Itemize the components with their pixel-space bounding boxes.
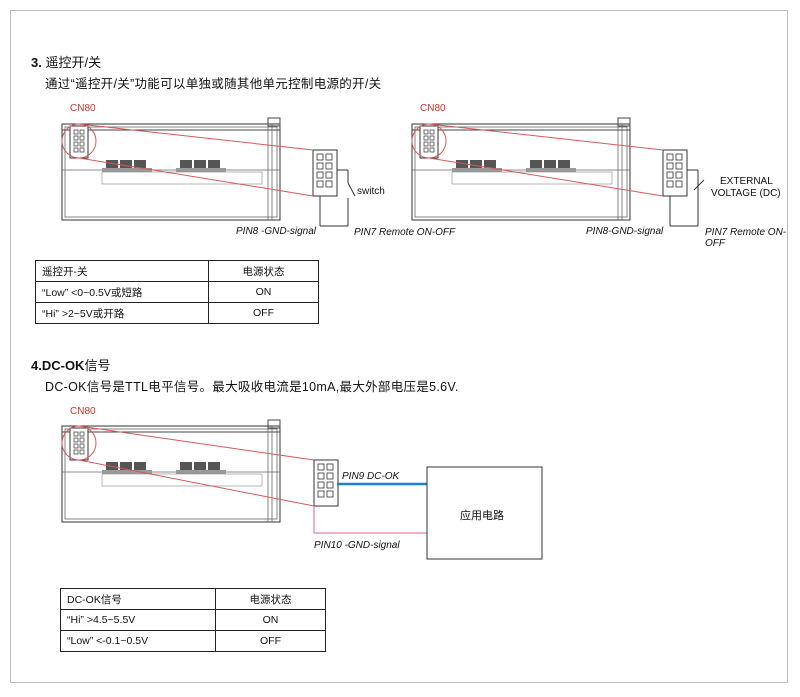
table-header-cell: 遥控开-关 xyxy=(35,260,209,282)
table-row: “Hi” >2~5V或开路 OFF xyxy=(35,302,319,324)
cn80-label-left: CN80 xyxy=(70,103,96,114)
connector-zoom-right xyxy=(662,149,688,197)
external-label-2: VOLTAGE (DC) xyxy=(711,188,781,199)
voltage-arrow xyxy=(693,179,705,191)
table-row: “Hi” >4.5~5.5V ON xyxy=(60,609,326,631)
section4-description: DC-OK信号是TTL电平信号。最大吸收电流是10mA,最大外部电压是5.6V. xyxy=(45,380,459,394)
app-circuit-label: 应用电路 xyxy=(460,510,504,522)
table-cell: OFF xyxy=(208,302,319,324)
table-row: “Low” <-0.1~0.5V OFF xyxy=(60,630,326,652)
external-label-1: EXTERNAL xyxy=(720,176,773,187)
pin7-label-left: PIN7 Remote ON-OFF xyxy=(354,227,456,238)
table-cell: “Low” <0~0.5V或短路 xyxy=(35,281,209,303)
section4-heading: 4.DC-OK信号 xyxy=(31,358,111,373)
table-header-cell: 电源状态 xyxy=(208,260,319,282)
table-cell: “Hi” >4.5~5.5V xyxy=(60,609,216,631)
connector-zoom-dcok xyxy=(313,459,339,507)
page-frame xyxy=(10,10,788,683)
section3-description: 通过“遥控开/关”功能可以单独或随其他单元控制电源的开/关 xyxy=(45,77,382,91)
table-cell: ON xyxy=(215,609,326,631)
pin8-label-left: PIN8 -GND-signal xyxy=(236,226,317,237)
dcok-table: DC-OK信号 电源状态 “Hi” >4.5~5.5V ON “Low” <-0… xyxy=(60,588,326,652)
table-header-row: DC-OK信号 电源状态 xyxy=(60,588,326,610)
table-cell: OFF xyxy=(215,630,326,652)
table-cell: “Hi” >2~5V或开路 xyxy=(35,302,209,324)
table-header-cell: DC-OK信号 xyxy=(60,588,216,610)
section3-heading: 3. 遥控开/关 xyxy=(31,55,102,70)
pin7-label-right: PIN7 Remote ON-OFF xyxy=(705,227,787,249)
table-cell: ON xyxy=(208,281,319,303)
table-cell: “Low” <-0.1~0.5V xyxy=(60,630,216,652)
cn80-label-dcok: CN80 xyxy=(70,406,96,417)
remote-table: 遥控开-关 电源状态 “Low” <0~0.5V或短路 ON “Hi” >2~5… xyxy=(35,260,319,324)
table-header-row: 遥控开-关 电源状态 xyxy=(35,260,319,282)
connector-zoom-left xyxy=(312,149,338,197)
pin9-label: PIN9 DC-OK xyxy=(342,471,400,482)
switch-lever-left xyxy=(347,182,356,197)
pin10-label: PIN10 -GND-signal xyxy=(314,540,400,551)
app-circuit-box xyxy=(426,466,543,560)
cn80-label-right: CN80 xyxy=(420,103,446,114)
pin8-label-right: PIN8-GND-signal xyxy=(586,226,664,237)
table-row: “Low” <0~0.5V或短路 ON xyxy=(35,281,319,303)
table-header-cell: 电源状态 xyxy=(215,588,326,610)
switch-label: switch xyxy=(357,186,385,197)
